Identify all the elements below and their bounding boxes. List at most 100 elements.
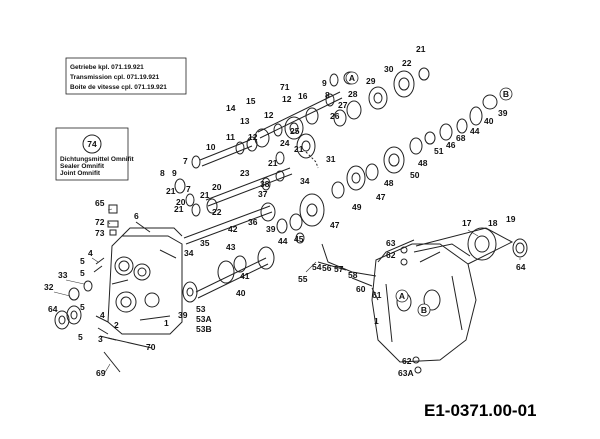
callout: 48 <box>418 158 428 168</box>
callout-labels: 21 22 30 9 8 29 28 27 26 16 71 12 15 14 … <box>44 44 526 378</box>
callout: 47 <box>330 220 340 230</box>
callout: 21 <box>416 44 426 54</box>
callout: 5 <box>80 256 85 266</box>
callout: 50 <box>410 170 420 180</box>
leader-lines <box>53 208 521 375</box>
ref-letter-a-top: A <box>345 71 359 85</box>
ref-letter-b-top: B <box>499 87 513 101</box>
callout: 21 <box>166 186 176 196</box>
callout: 53B <box>196 324 212 334</box>
callout: 40 <box>236 288 246 298</box>
callout: 3 <box>98 334 103 344</box>
callout: 21 <box>200 190 210 200</box>
callout: 4 <box>100 310 105 320</box>
callout: 26 <box>330 111 340 121</box>
callout: 39 <box>266 224 276 234</box>
callout: 46 <box>446 140 456 150</box>
callout: 64 <box>516 262 526 272</box>
callout: 18 <box>488 218 498 228</box>
callout: 7 <box>183 156 188 166</box>
right-gear-cluster <box>331 94 498 199</box>
callout: 49 <box>352 202 362 212</box>
callout: 73 <box>95 228 105 238</box>
callout: 24 <box>280 138 290 148</box>
callout: 9 <box>172 168 177 178</box>
callout: 53 <box>196 304 206 314</box>
countershaft-assembly <box>174 167 293 217</box>
upper-right-gear-train <box>329 67 430 127</box>
callout: 12 <box>282 94 292 104</box>
svg-text:A: A <box>349 73 355 83</box>
callout: 39 <box>498 108 508 118</box>
callout: 8 <box>160 168 165 178</box>
drawing-reference-code: E1-0371.00-01 <box>424 401 536 420</box>
gearbox-housing-right <box>371 239 477 363</box>
callout: 70 <box>146 342 156 352</box>
callout: 41 <box>240 271 250 281</box>
callout: 8 <box>325 90 330 100</box>
info-line-de: Getriebe kpl. 071.19.921 <box>70 64 144 71</box>
callout: 15 <box>246 96 256 106</box>
callout: 11 <box>226 132 235 142</box>
callout: 30 <box>384 64 394 74</box>
callout: 27 <box>338 100 348 110</box>
callout: 21 <box>294 144 304 154</box>
callout: 69 <box>96 368 106 378</box>
callout: 44 <box>470 126 480 136</box>
svg-text:B: B <box>421 305 427 315</box>
lower-shaft-assembly <box>183 193 325 245</box>
callout: 33 <box>58 270 68 280</box>
callout: 45 <box>294 234 304 244</box>
callout: 56 <box>322 263 332 273</box>
callout: 51 <box>434 146 444 156</box>
info-line-en: Transmission cpl. 071.19.921 <box>70 74 160 81</box>
callout: 23 <box>240 168 250 178</box>
callout: 63 <box>386 238 396 248</box>
callout: 62 <box>386 250 396 260</box>
callout: 34 <box>300 176 310 186</box>
callout: 22 <box>402 58 412 68</box>
callout: 53A <box>196 314 212 324</box>
callout: 60 <box>356 284 366 294</box>
callout: 5 <box>80 268 85 278</box>
callout: 31 <box>326 154 336 164</box>
top-shaft-assembly <box>254 91 343 148</box>
callout: 20 <box>212 182 222 192</box>
callout: 12 <box>248 132 258 142</box>
callout: 55 <box>298 274 308 284</box>
sealer-line-de: Dichtungsmittel Omnifit <box>60 156 135 163</box>
callout: 42 <box>228 224 238 234</box>
callout: 36 <box>248 217 258 227</box>
ref-letter-b-housing: B <box>417 303 431 317</box>
callout: 34 <box>184 248 194 258</box>
callout: 4 <box>88 248 93 258</box>
callout: 38 <box>260 179 270 189</box>
callout: 21 <box>268 158 278 168</box>
info-line-fr: Boite de vitesse cpl. 071.19.921 <box>70 84 167 91</box>
left-seal-rings <box>54 280 93 330</box>
middle-shaft-assembly <box>191 133 316 169</box>
svg-text:B: B <box>503 89 509 99</box>
callout: 58 <box>348 270 358 280</box>
callout: 47 <box>376 192 386 202</box>
callout: 13 <box>240 116 250 126</box>
callout: 35 <box>200 238 210 248</box>
callout: 68 <box>456 133 466 143</box>
gearbox-housing-left <box>107 227 183 335</box>
callout: 6 <box>134 211 139 221</box>
output-shaft-assembly <box>182 246 275 303</box>
callout: 54 <box>312 262 322 272</box>
sealer-line-en: Sealer Omnifit <box>60 163 105 170</box>
callout: 2 <box>114 320 119 330</box>
callout: 20 <box>176 197 186 207</box>
callout: 22 <box>212 207 222 217</box>
callout: 64 <box>48 304 58 314</box>
callout: 61 <box>372 290 382 300</box>
right-housing-top-flange <box>415 227 528 265</box>
sealer-line-fr: Joint Omnifit <box>60 170 101 177</box>
callout: 12 <box>264 110 274 120</box>
callout: 17 <box>462 218 472 228</box>
callout: 29 <box>366 76 376 86</box>
callout: 5 <box>78 332 83 342</box>
